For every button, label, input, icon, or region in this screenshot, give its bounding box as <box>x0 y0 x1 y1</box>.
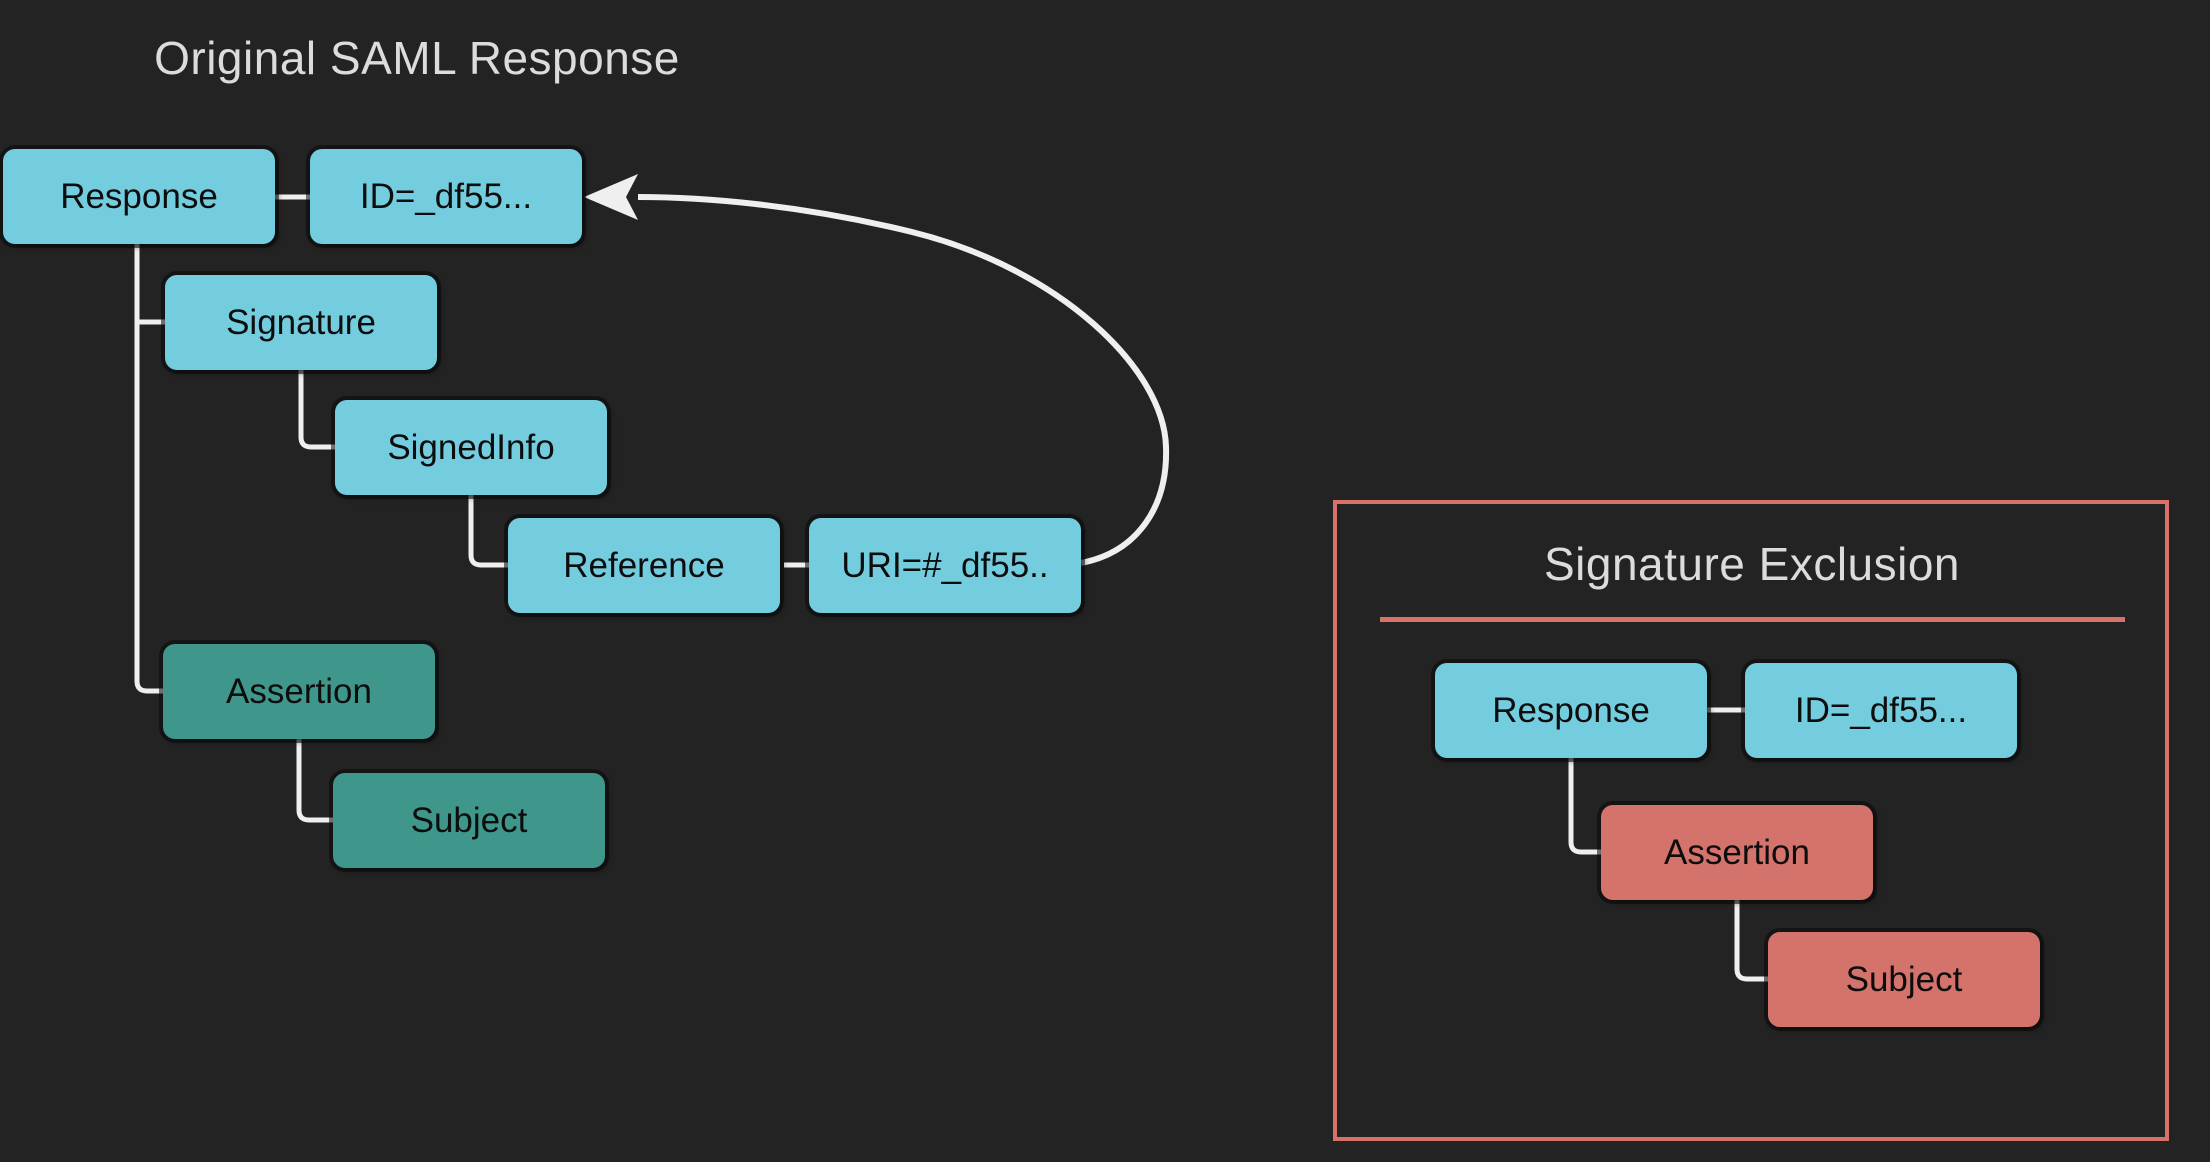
edge-response-trunk-to-assertion <box>134 244 163 694</box>
node-subject2: Subject <box>1768 932 2040 1027</box>
edge-response2-assertion2 <box>1568 758 1601 855</box>
edge-assertion2-subject2 <box>1734 900 1768 982</box>
node-reference: Reference <box>508 518 780 613</box>
arrowhead-to-id <box>584 174 638 220</box>
node-id-attr2: ID=_df55... <box>1745 663 2017 758</box>
panel-title-divider <box>1380 617 2125 622</box>
node-assertion2: Assertion <box>1601 805 1873 900</box>
node-subject: Subject <box>333 773 605 868</box>
edge-assertion-subject <box>296 739 333 823</box>
left-diagram-title: Original SAML Response <box>154 32 680 84</box>
node-assertion: Assertion <box>163 644 435 739</box>
node-signedinfo: SignedInfo <box>335 400 607 495</box>
node-id-attr: ID=_df55... <box>310 149 582 244</box>
node-signature: Signature <box>165 275 437 370</box>
right-panel-title: Signature Exclusion <box>1543 538 1961 590</box>
edge-uri-to-id-curve <box>637 194 1170 566</box>
node-response: Response <box>3 149 275 244</box>
signature-exclusion-panel <box>1333 500 2169 1141</box>
node-response2: Response <box>1435 663 1707 758</box>
edge-signedinfo-reference <box>468 495 508 568</box>
edge-signature-signedinfo <box>298 370 335 450</box>
node-uri-attr: URI=#_df55.. <box>809 518 1081 613</box>
